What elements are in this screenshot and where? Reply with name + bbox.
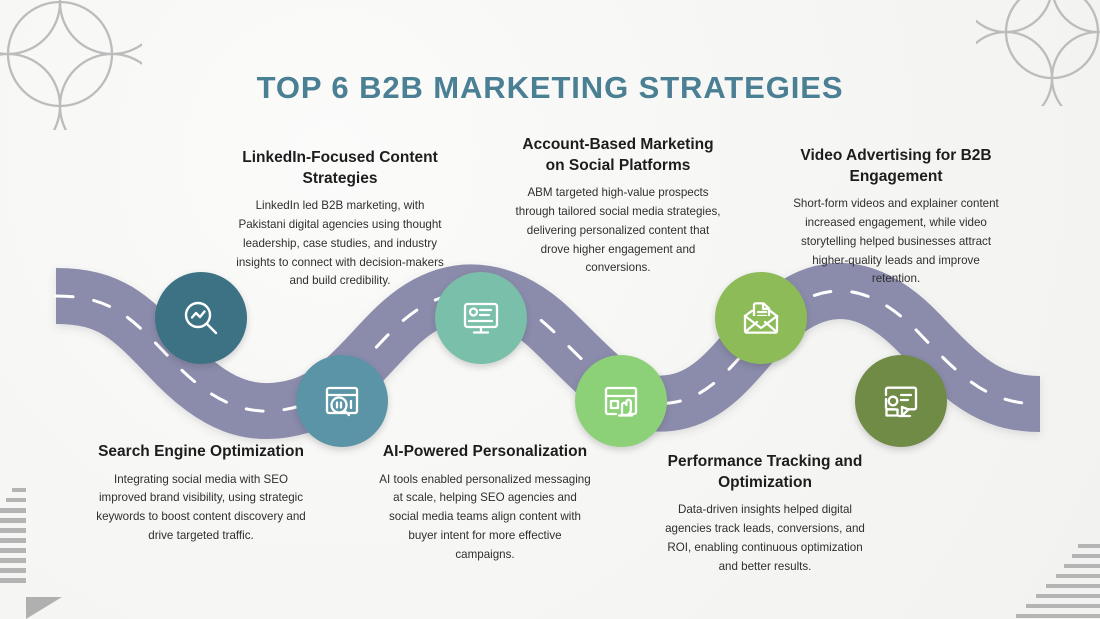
step-heading-3: Account-Based Marketing on Social Platfo… [522,136,714,174]
step-heading-5: Video Advertising for B2B Engagement [800,147,992,185]
analytics-search-icon [179,296,223,340]
step-text-4: AI-Powered Personalization AI tools enab… [378,442,592,565]
step-text-5: Video Advertising for B2B Engagement Sho… [790,146,1002,289]
browser-click-hand-icon [599,379,643,423]
step-heading-1: LinkedIn-Focused Content Strategies [242,149,438,187]
step-node-3[interactable] [435,272,527,364]
step-body-4: AI tools enabled personalized messaging … [379,472,591,561]
step-node-5[interactable] [715,272,807,364]
envelope-document-icon [739,296,783,340]
step-heading-4: AI-Powered Personalization [382,443,588,460]
step-node-1[interactable] [155,272,247,364]
step-body-3: ABM targeted high-value prospects throug… [515,186,721,275]
presentation-profile-icon [879,379,923,423]
browser-search-chart-icon [320,379,364,423]
step-text-1: LinkedIn-Focused Content Strategies Link… [236,148,444,291]
page-title: TOP 6 B2B MARKETING STRATEGIES [256,70,844,105]
step-heading-2: Search Engine Optimization [98,443,304,460]
step-body-6: Data-driven insights helped digital agen… [665,503,865,573]
step-node-6[interactable] [855,355,947,447]
step-body-5: Short-form videos and explainer content … [793,197,999,286]
step-heading-6: Performance Tracking and Optimization [667,453,863,491]
step-text-6: Performance Tracking and Optimization Da… [658,452,872,576]
step-node-4[interactable] [575,355,667,447]
step-body-2: Integrating social media with SEO improv… [96,472,306,542]
step-text-3: Account-Based Marketing on Social Platfo… [512,135,724,278]
step-text-2: Search Engine Optimization Integrating s… [96,442,306,546]
step-node-2[interactable] [296,355,388,447]
step-body-1: LinkedIn led B2B marketing, with Pakista… [236,199,444,288]
monitor-profile-icon [459,296,503,340]
